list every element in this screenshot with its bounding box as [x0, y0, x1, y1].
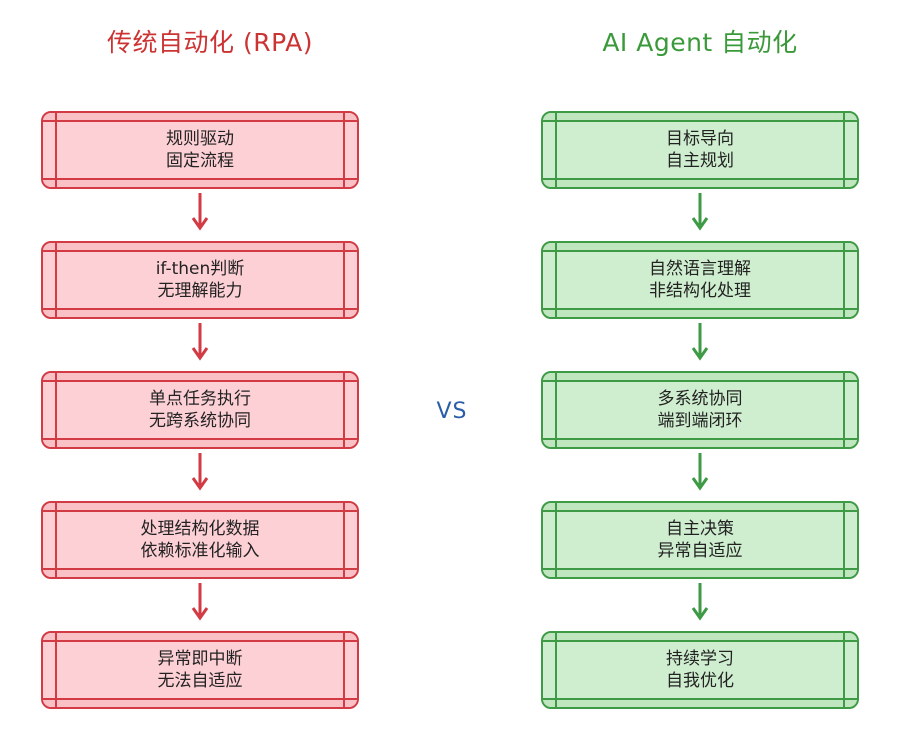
ai-agent-step-line2: 非结构化处理 — [649, 281, 751, 301]
rpa-step-line1: if-then判断 — [155, 259, 245, 279]
ai-agent-step-box: 目标导向 自主规划 — [541, 111, 859, 189]
rpa-arrow-down-icon — [191, 193, 209, 231]
rpa-step-line2: 无理解能力 — [157, 281, 243, 301]
ai-agent-step-line2: 自主规划 — [666, 151, 734, 171]
rpa-step-line1: 异常即中断 — [157, 649, 243, 669]
rpa-step-line2: 无法自适应 — [157, 671, 243, 691]
rpa-step-line2: 固定流程 — [166, 151, 234, 171]
vs-label: VS — [436, 399, 468, 424]
rpa-arrow-down-icon — [191, 323, 209, 361]
ai-agent-step-box: 多系统协同 端到端闭环 — [541, 371, 859, 449]
rpa-step-line1: 单点任务执行 — [149, 389, 251, 409]
rpa-step-box: 单点任务执行 无跨系统协同 — [41, 371, 359, 449]
ai-agent-step-box: 自主决策 异常自适应 — [541, 501, 859, 579]
rpa-step-line1: 规则驱动 — [166, 129, 234, 149]
ai-agent-arrow-down-icon — [691, 583, 709, 621]
ai-agent-step-line1: 自主决策 — [666, 519, 734, 539]
rpa-step-line2: 依赖标准化输入 — [140, 541, 260, 561]
rpa-step-box: 规则驱动 固定流程 — [41, 111, 359, 189]
ai-agent-column-title: AI Agent 自动化 — [602, 28, 798, 57]
ai-agent-step-line1: 多系统协同 — [657, 389, 743, 409]
ai-agent-step-box: 自然语言理解 非结构化处理 — [541, 241, 859, 319]
rpa-step-box: 处理结构化数据 依赖标准化输入 — [41, 501, 359, 579]
ai-agent-step-box: 持续学习 自我优化 — [541, 631, 859, 709]
rpa-step-box: 异常即中断 无法自适应 — [41, 631, 359, 709]
ai-agent-arrow-down-icon — [691, 323, 709, 361]
ai-agent-arrow-down-icon — [691, 453, 709, 491]
ai-agent-arrow-down-icon — [691, 193, 709, 231]
rpa-arrow-down-icon — [191, 453, 209, 491]
rpa-column-title: 传统自动化 (RPA) — [107, 28, 313, 57]
ai-agent-step-line2: 自我优化 — [666, 671, 734, 691]
rpa-arrow-down-icon — [191, 583, 209, 621]
ai-agent-step-line1: 目标导向 — [666, 129, 734, 149]
ai-agent-step-line2: 端到端闭环 — [657, 411, 743, 431]
ai-agent-step-line1: 持续学习 — [666, 649, 734, 669]
ai-agent-step-line2: 异常自适应 — [657, 541, 743, 561]
rpa-step-box: if-then判断 无理解能力 — [41, 241, 359, 319]
rpa-step-line2: 无跨系统协同 — [149, 411, 251, 431]
ai-agent-step-line1: 自然语言理解 — [649, 259, 751, 279]
rpa-step-line1: 处理结构化数据 — [140, 519, 260, 539]
